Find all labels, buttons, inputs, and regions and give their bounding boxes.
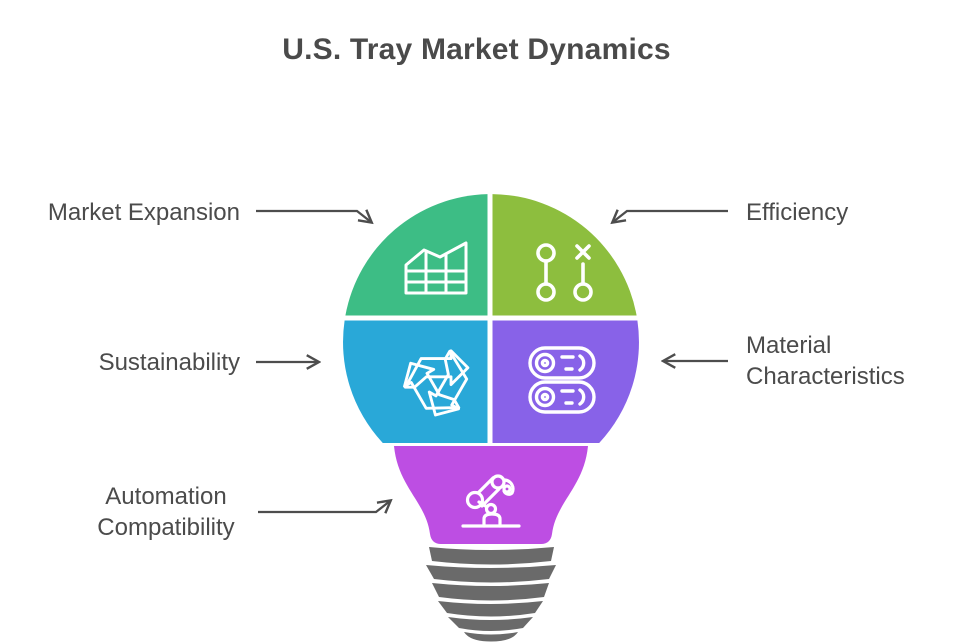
recycle-icon (403, 349, 470, 417)
label-market-expansion: Market Expansion (47, 199, 240, 226)
screw-thread (432, 583, 549, 601)
screw-thread (429, 547, 554, 565)
bulb-screw-base (426, 547, 556, 642)
label-efficiency: Efficiency (746, 199, 849, 226)
tactics-icon (536, 243, 593, 302)
connector-efficiency (613, 211, 728, 222)
area-chart-icon (404, 241, 468, 295)
screw-thread (438, 601, 543, 617)
material-rolls-icon (528, 346, 596, 414)
connectors (256, 211, 728, 512)
segment-efficiency (492, 194, 637, 316)
robot-arm-icon (461, 474, 521, 528)
screw-thread (426, 565, 556, 583)
screw-tip (464, 632, 518, 642)
label-automation-compatibility: Automation Compatibility (97, 483, 235, 541)
connector-market-expansion (256, 211, 371, 222)
label-sustainability: Sustainability (98, 349, 240, 376)
page-title: U.S. Tray Market Dynamics (282, 33, 671, 66)
screw-thread (448, 617, 533, 631)
label-material-characteristics: Material Characteristics (746, 332, 905, 390)
connector-automation-compatibility (258, 501, 390, 512)
